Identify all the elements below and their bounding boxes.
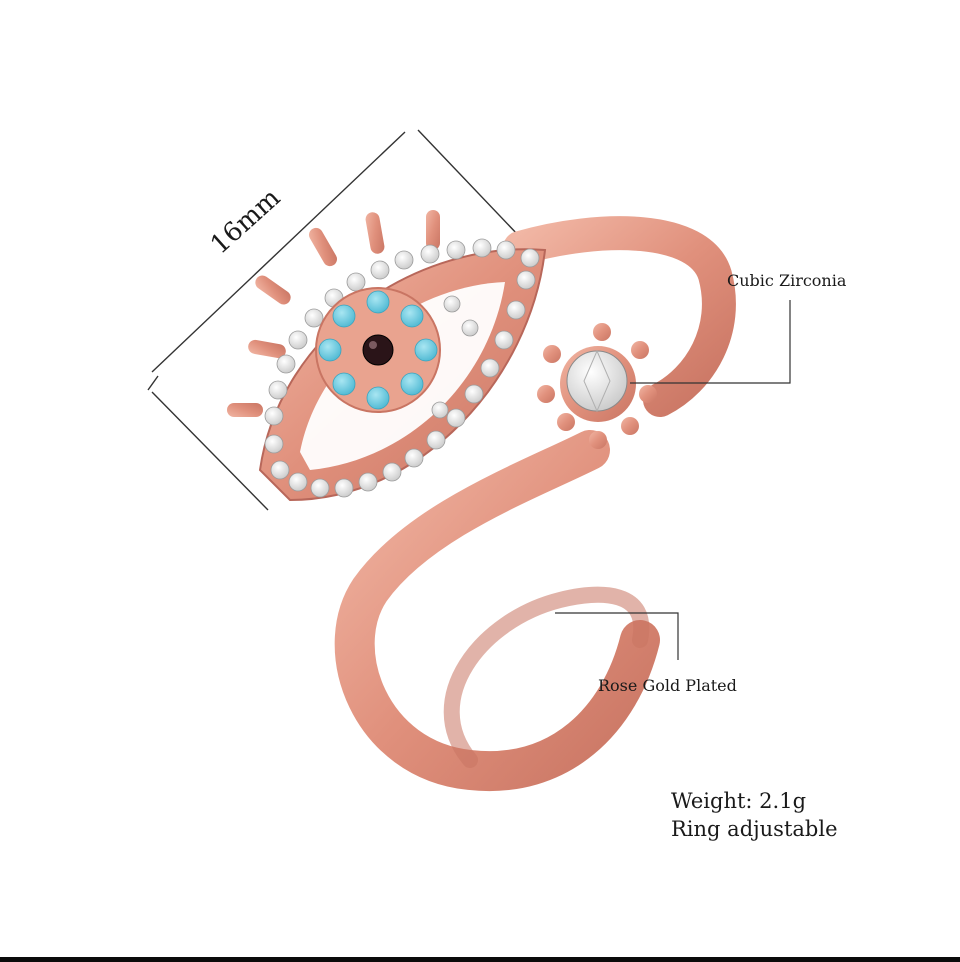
evil-eye-charm — [227, 210, 547, 502]
adjustable-label: Ring adjustable — [671, 817, 838, 841]
stone-label: Cubic Zirconia — [727, 271, 847, 290]
ring-band — [334, 216, 736, 792]
bottom-border — [0, 957, 960, 962]
callout-line — [555, 300, 791, 660]
weight-label: Weight: 2.1g — [671, 789, 807, 813]
cubic-zirconia-stone — [537, 323, 657, 449]
plating-label: Rose Gold Plated — [598, 676, 737, 695]
